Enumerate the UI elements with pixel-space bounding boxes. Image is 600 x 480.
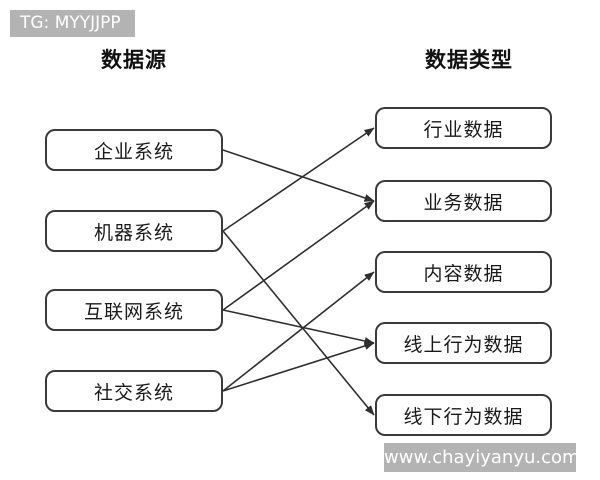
site-watermark: www.chayiyanyu.com — [384, 443, 580, 472]
edge-internet-to-online-behavior — [222, 309, 375, 345]
column-header-sources: 数据源 — [101, 48, 167, 72]
source-node-machine: 机器系统 — [45, 210, 223, 252]
edge-machine-to-industry — [222, 127, 375, 232]
edge-social-to-online-behavior — [222, 342, 375, 392]
source-node-enterprise: 企业系统 — [45, 129, 223, 171]
type-node-content: 内容数据 — [375, 251, 552, 293]
column-header-types: 数据类型 — [425, 48, 513, 72]
source-node-social: 社交系统 — [45, 370, 223, 412]
type-node-business: 业务数据 — [375, 180, 552, 222]
edge-enterprise-to-business — [222, 149, 375, 202]
telegram-watermark-badge: TG: MYYJJPP — [10, 10, 135, 37]
type-node-industry: 行业数据 — [375, 107, 552, 149]
edge-machine-to-offline-behavior — [222, 230, 375, 416]
source-node-internet: 互联网系统 — [45, 289, 223, 331]
edge-social-to-content — [222, 271, 375, 392]
type-node-offline-behavior: 线下行为数据 — [375, 394, 552, 436]
edge-internet-to-business — [222, 200, 375, 311]
type-node-online-behavior: 线上行为数据 — [375, 322, 552, 364]
